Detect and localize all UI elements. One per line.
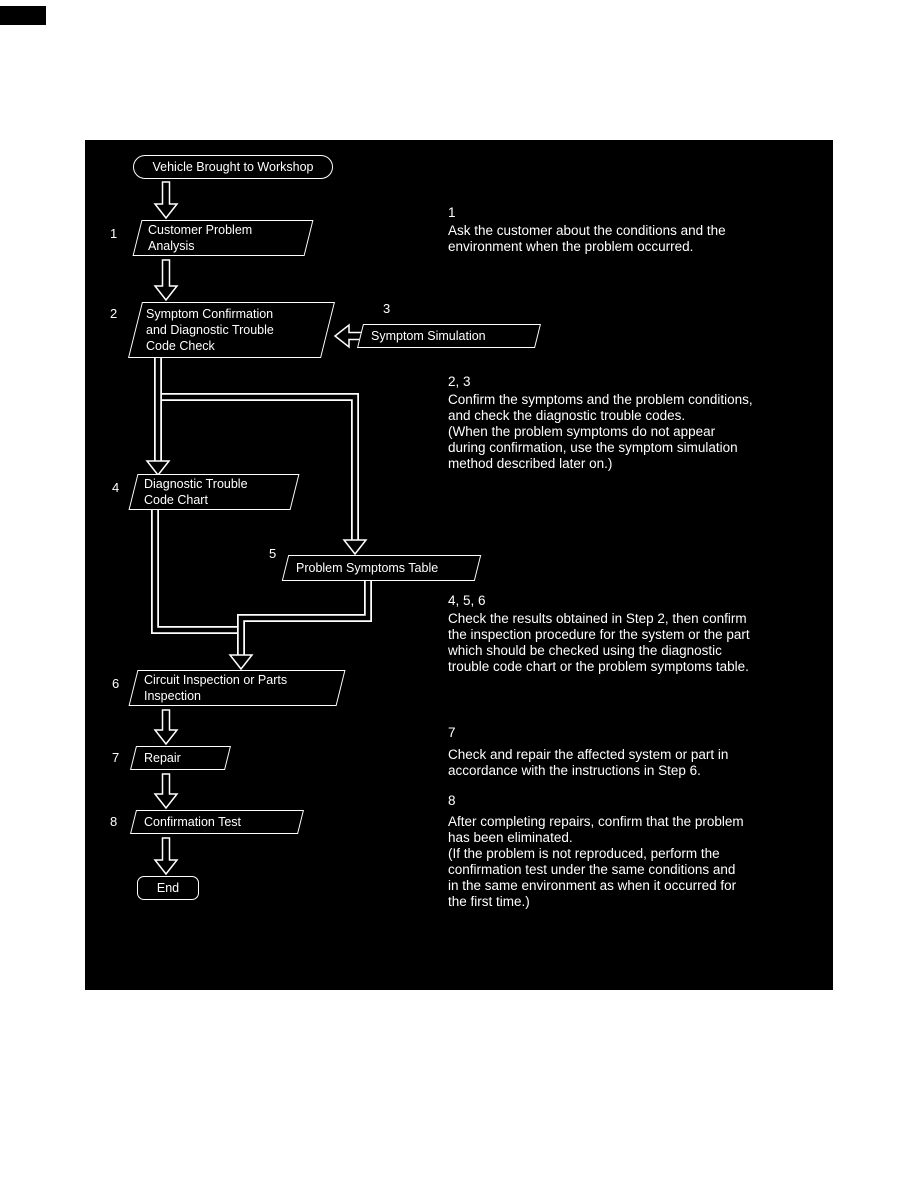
note-number: 1 (448, 205, 456, 220)
note-number: 8 (448, 793, 456, 808)
block-arrow-down-icon (153, 837, 179, 876)
flow-node-problem-symptoms-table: Problem Symptoms Table (281, 555, 482, 581)
connector-pipe (161, 394, 358, 540)
block-arrow-down-icon (153, 181, 179, 220)
note-text: Ask the customer about the conditions an… (448, 223, 726, 254)
block-arrow-down-icon (153, 259, 179, 302)
diagram-panel: Vehicle Brought to Workshop 1 Customer P… (85, 140, 833, 990)
scan-artifact (0, 6, 46, 25)
connector-pipe (238, 580, 371, 656)
flow-connectors (145, 181, 372, 876)
arrowhead-down-icon (145, 460, 171, 477)
flow-node-confirmation-test: Confirmation Test (130, 810, 304, 834)
step-number-8: 8 (110, 814, 118, 829)
note-text: Check and repair the affected system or … (448, 747, 729, 778)
flow-node-label: Confirmation Test (144, 815, 242, 829)
arrowhead-down-icon (342, 539, 368, 556)
flow-node-customer-problem-analysis: Customer Problem Analysis (132, 220, 314, 256)
step-number-7: 7 (112, 750, 120, 765)
flow-node-repair: Repair (130, 746, 231, 770)
step-number-5: 5 (269, 546, 277, 561)
flow-node-label: Vehicle Brought to Workshop (152, 160, 314, 174)
step-number-6: 6 (112, 676, 120, 691)
connector-pipe (152, 508, 243, 633)
note-number: 2, 3 (448, 374, 471, 389)
step-number-4: 4 (112, 480, 120, 495)
note-number: 7 (448, 725, 456, 740)
step-number-2: 2 (110, 306, 118, 321)
flow-node-label: End (156, 881, 180, 895)
note-text: Check the results obtained in Step 2, th… (448, 611, 750, 674)
step-number-1: 1 (110, 226, 118, 241)
connector-pipe (161, 393, 359, 540)
flow-node-end: End (137, 876, 199, 900)
note-text: After completing repairs, confirm that t… (448, 814, 744, 909)
flow-node-symptom-simulation: Symptom Simulation (357, 324, 541, 348)
flow-node-label: Repair (144, 751, 181, 765)
note-step-1: 1 Ask the customer about the conditions … (448, 205, 810, 255)
flow-node-label: Customer Problem Analysis (148, 223, 253, 253)
flow-node-start: Vehicle Brought to Workshop (133, 155, 333, 179)
flow-node-label: Diagnostic Trouble Code Chart (144, 477, 248, 507)
note-step-8: 8 After completing repairs, confirm that… (448, 793, 810, 910)
flow-node-label: Problem Symptoms Table (296, 561, 439, 575)
flow-node-symptom-confirmation: Symptom Confirmation and Diagnostic Trou… (128, 302, 335, 358)
note-step-2-3: 2, 3 Confirm the symptoms and the proble… (448, 374, 810, 472)
connector-pipe (151, 508, 243, 634)
note-step-7: 7 Check and repair the affected system o… (448, 725, 810, 779)
flow-node-label: Symptom Simulation (371, 329, 486, 343)
note-text: Confirm the symptoms and the problem con… (448, 392, 753, 471)
note-step-4-5-6: 4, 5, 6 Check the results obtained in St… (448, 593, 810, 675)
step-number-3: 3 (383, 301, 391, 316)
note-number: 4, 5, 6 (448, 593, 486, 608)
block-arrow-down-icon (153, 773, 179, 810)
flow-node-diagnostic-trouble-code-chart: Diagnostic Trouble Code Chart (128, 474, 300, 510)
arrowhead-down-icon (228, 654, 254, 671)
block-arrow-down-icon (153, 709, 179, 746)
flow-node-label: Circuit Inspection or Parts Inspection (144, 673, 288, 703)
flow-node-label: Symptom Confirmation and Diagnostic Trou… (146, 307, 274, 353)
flow-node-circuit-inspection: Circuit Inspection or Parts Inspection (128, 670, 346, 706)
